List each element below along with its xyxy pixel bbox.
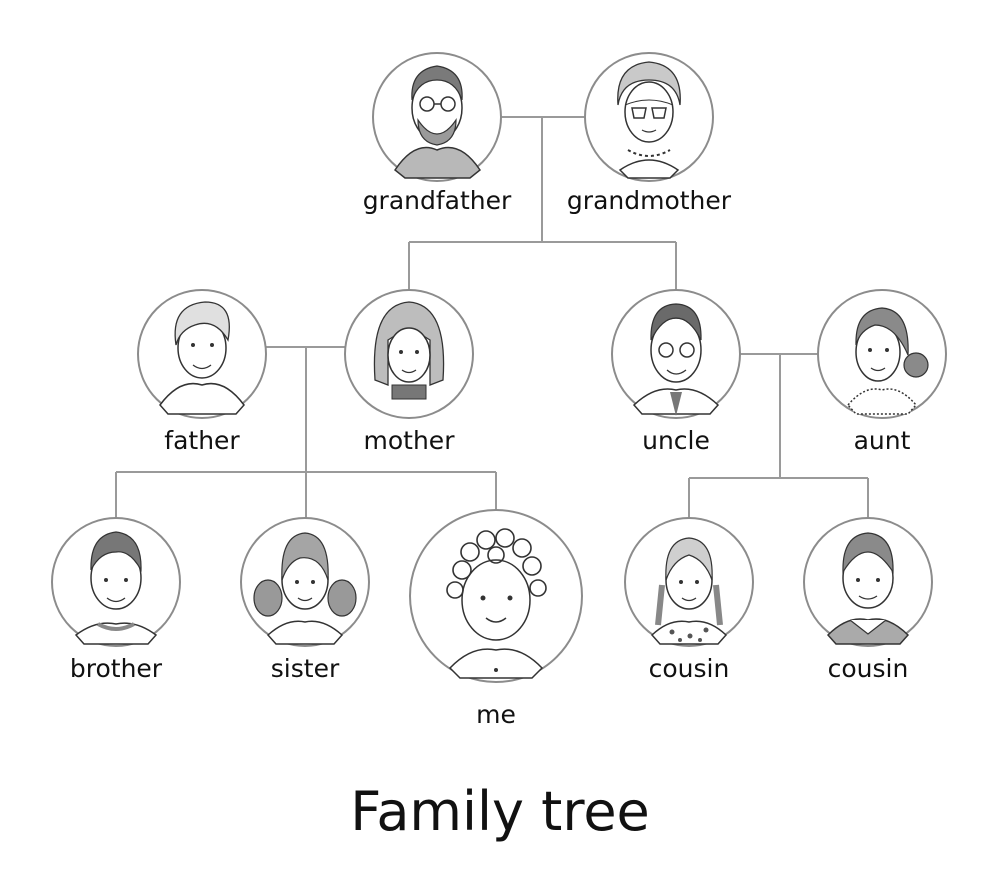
grandmother-portrait xyxy=(584,52,714,182)
connectors xyxy=(115,116,869,522)
label-father: father xyxy=(164,426,240,455)
label-cousin-2: cousin xyxy=(827,654,909,683)
label-uncle: uncle xyxy=(642,426,710,455)
me-portrait xyxy=(409,509,583,683)
sister-portrait xyxy=(240,517,370,647)
label-mother: mother xyxy=(363,426,455,455)
diagram-title: Family tree xyxy=(350,780,650,843)
connector-uncle-aunt xyxy=(688,353,869,522)
connector-grandparents xyxy=(408,116,677,292)
connector-parents xyxy=(115,346,497,522)
label-sister: sister xyxy=(270,654,340,683)
grandfather-portrait xyxy=(372,52,502,182)
aunt-portrait xyxy=(817,289,947,419)
label-brother: brother xyxy=(69,654,163,683)
cousin-1-portrait xyxy=(624,517,754,647)
glasses-icon xyxy=(658,342,674,358)
label-cousin-1: cousin xyxy=(648,654,730,683)
label-aunt: aunt xyxy=(853,426,911,455)
label-grandfather: grandfather xyxy=(362,186,512,215)
mother-portrait xyxy=(344,289,474,419)
uncle-portrait xyxy=(611,289,741,419)
label-grandmother: grandmother xyxy=(566,186,732,215)
cousin-2-portrait xyxy=(803,517,933,647)
father-portrait xyxy=(137,289,267,419)
brother-portrait xyxy=(51,517,181,647)
label-me: me xyxy=(476,700,516,729)
